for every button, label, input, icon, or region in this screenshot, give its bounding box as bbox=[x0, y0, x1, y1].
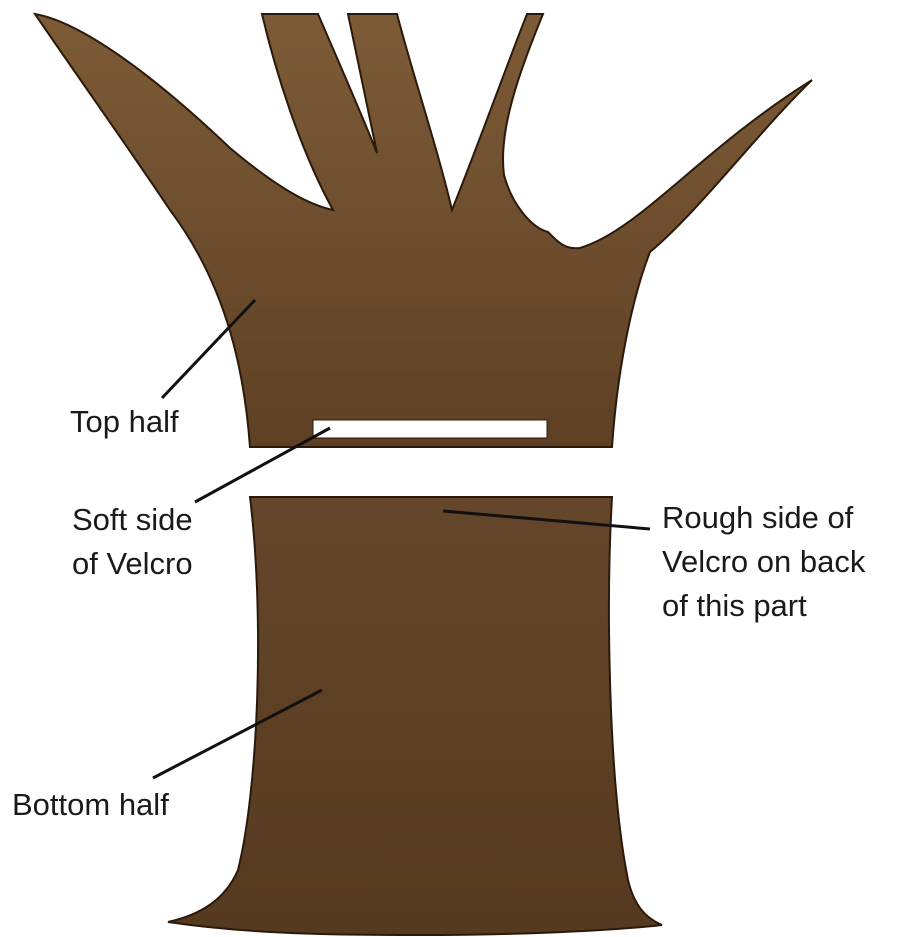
label-top-half: Top half bbox=[70, 404, 179, 439]
label-rough-side-line1: Rough side of bbox=[662, 500, 854, 535]
label-soft-side-line1: Soft side bbox=[72, 502, 193, 537]
tree-top-half bbox=[35, 14, 812, 447]
label-rough-side-line2: Velcro on back bbox=[662, 544, 866, 579]
tree-bottom-half bbox=[168, 497, 662, 935]
velcro-soft-strip bbox=[313, 420, 547, 438]
label-soft-side-line2: of Velcro bbox=[72, 546, 193, 581]
label-bottom-half: Bottom half bbox=[12, 787, 169, 822]
label-rough-side-line3: of this part bbox=[662, 588, 807, 623]
